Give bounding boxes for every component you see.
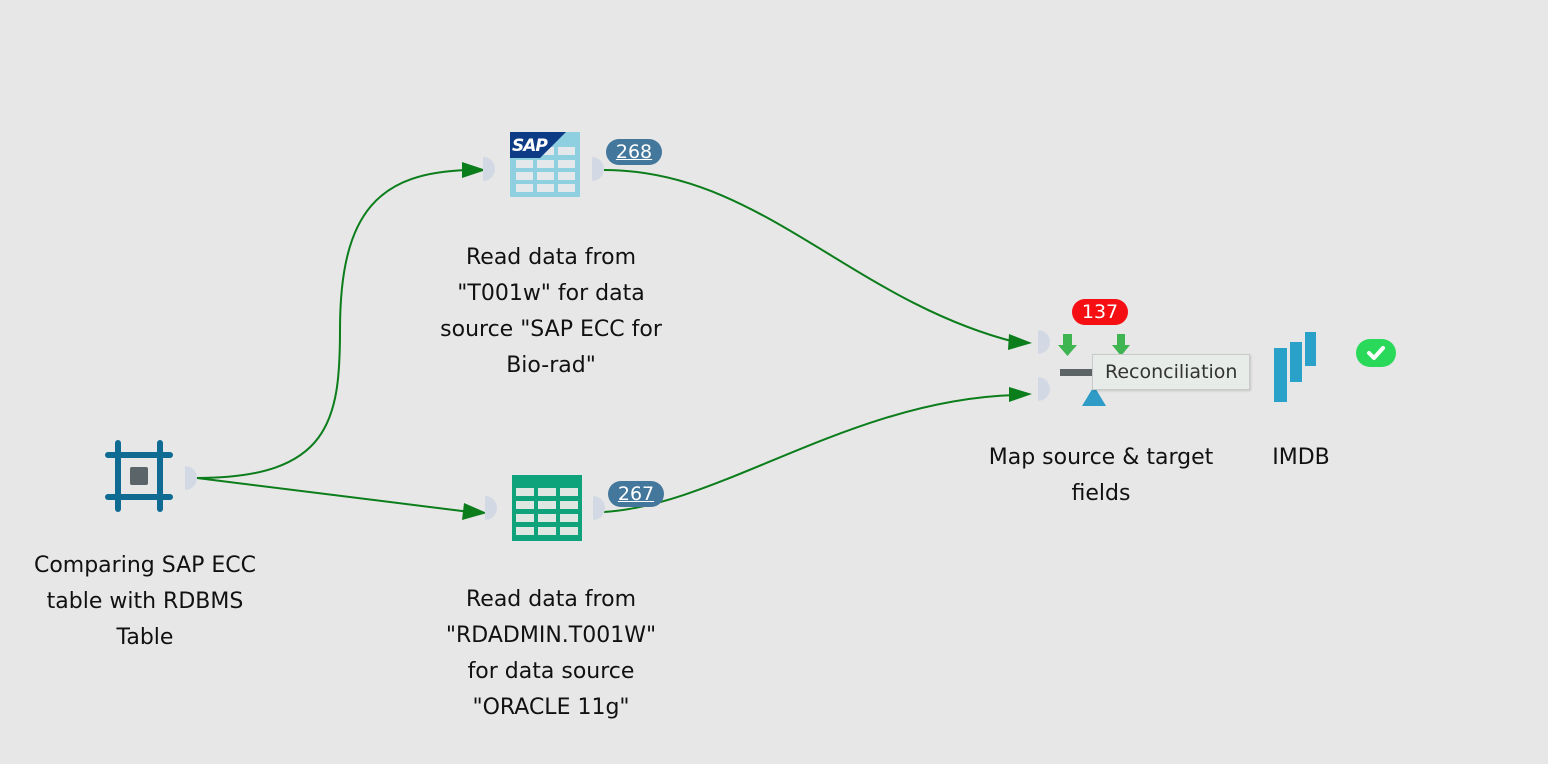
imdb-icon[interactable] — [1272, 332, 1318, 404]
checkmark-icon — [1367, 346, 1385, 360]
arrowhead-mapper-bottom — [1009, 387, 1032, 402]
input-port[interactable] — [483, 157, 495, 181]
table-icon[interactable] — [512, 475, 582, 541]
node-label: Map source & target fields — [960, 440, 1242, 512]
sap-table-icon[interactable]: SAP — [510, 132, 580, 197]
success-status-badge — [1356, 339, 1396, 367]
arrowhead-mapper-top — [1008, 334, 1032, 350]
node-label: IMDB — [1240, 440, 1362, 476]
output-port[interactable] — [185, 466, 197, 490]
label-line: for data source — [467, 659, 635, 684]
output-port[interactable] — [593, 496, 605, 520]
arrowhead-sap-reader — [462, 162, 486, 178]
node-label: Read data from "T001w" for data source "… — [400, 240, 702, 384]
workflow-start-icon[interactable] — [103, 440, 175, 512]
label-line: "T001w" for data — [457, 281, 645, 306]
label-line: IMDB — [1272, 445, 1330, 470]
input-port-2[interactable] — [1038, 377, 1050, 401]
input-port[interactable] — [485, 496, 497, 520]
label-line: Table — [116, 625, 174, 650]
node-label: Read data from "RDADMIN.T001W" for data … — [400, 582, 702, 726]
edge-sap-reader-to-mapper[interactable] — [603, 169, 1016, 343]
label-line: Read data from — [465, 587, 637, 612]
arrowhead-oracle-reader — [462, 503, 487, 520]
row-count-badge[interactable]: 268 — [606, 139, 662, 165]
edge-oracle-reader-to-mapper[interactable] — [603, 394, 1016, 513]
label-line: fields — [1071, 481, 1131, 506]
label-line: "ORACLE 11g" — [472, 695, 630, 720]
error-count-badge[interactable]: 137 — [1072, 299, 1128, 325]
label-line: Comparing SAP ECC — [33, 553, 257, 578]
label-line: Bio-rad" — [506, 353, 596, 378]
svg-text:SAP: SAP — [512, 136, 548, 156]
edge-start-to-oracle-reader[interactable] — [196, 477, 471, 513]
input-port-1[interactable] — [1038, 330, 1050, 354]
row-count-badge[interactable]: 267 — [608, 481, 664, 507]
label-line: Read data from — [465, 245, 637, 270]
label-line: Map source & target — [988, 445, 1214, 470]
label-line: source "SAP ECC for — [440, 317, 662, 342]
label-line: "RDADMIN.T001W" — [445, 623, 657, 648]
node-label: Comparing SAP ECC table with RDBMS Table — [0, 548, 290, 656]
output-port[interactable] — [592, 157, 604, 181]
label-line: table with RDBMS — [46, 589, 244, 614]
node-tooltip: Reconciliation — [1092, 354, 1251, 390]
edge-start-to-sap-reader[interactable] — [196, 169, 471, 479]
